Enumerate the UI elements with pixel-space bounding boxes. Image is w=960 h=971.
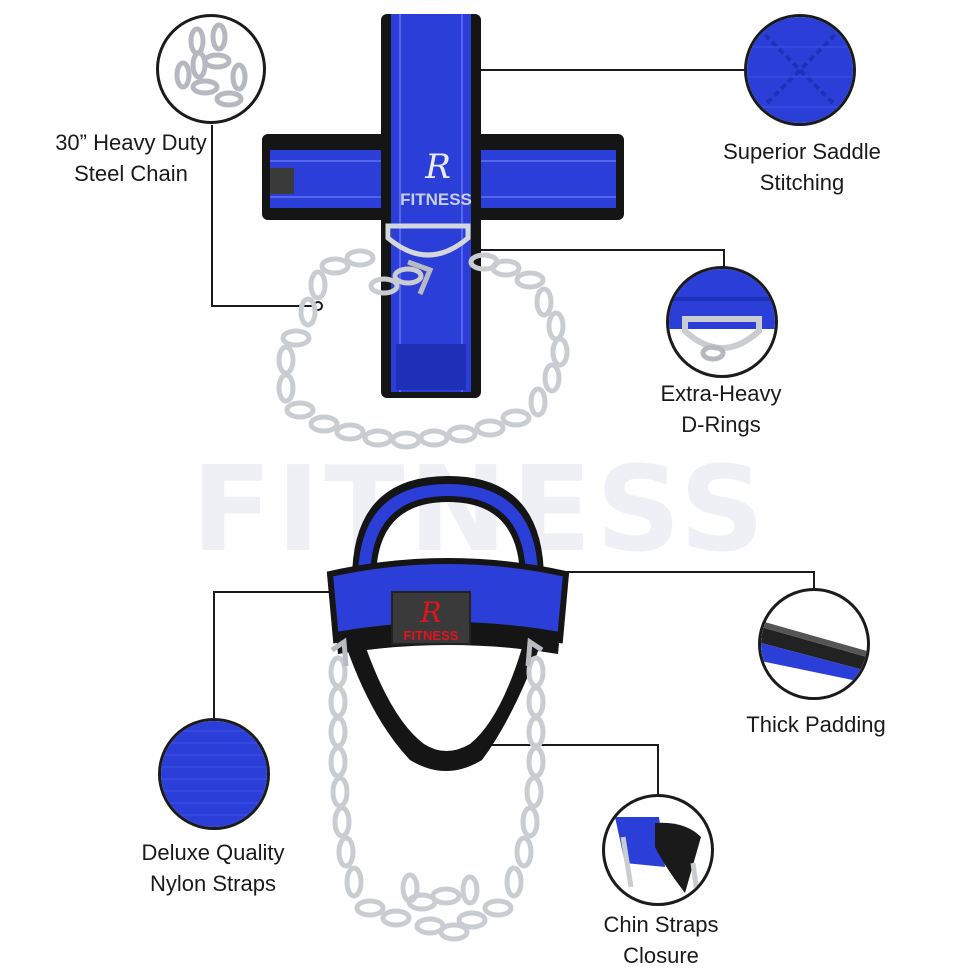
feature-label-nylon-straps: Deluxe Quality Nylon Straps xyxy=(141,840,285,896)
feature-label-steel-chain: 30” Heavy Duty Steel Chain xyxy=(55,130,207,186)
feature-label-saddle-stitching: Superior Saddle Stitching xyxy=(723,139,881,195)
d-ring-closeup-icon xyxy=(666,266,778,378)
callout-line-chain xyxy=(211,125,318,307)
feature-label-chin-straps: Chin Straps Closure xyxy=(603,912,719,968)
chin-strap-closeup-icon xyxy=(602,794,714,906)
callout-line-padding xyxy=(510,571,815,588)
feature-label-thick-padding: Thick Padding xyxy=(746,712,886,737)
svg-text:R: R xyxy=(419,596,441,629)
svg-text:R: R xyxy=(424,147,451,187)
callout-line-nylon xyxy=(213,591,368,718)
watermark-text: FITNESS xyxy=(191,440,769,578)
callout-line-d-rings xyxy=(465,249,725,268)
svg-text:FITNESS: FITNESS xyxy=(404,628,459,643)
chain-closeup-icon xyxy=(156,14,266,124)
nylon-closeup-icon xyxy=(158,718,270,830)
svg-text:FITNESS: FITNESS xyxy=(400,190,472,209)
stitching-closeup-icon xyxy=(744,14,856,126)
padding-closeup-icon xyxy=(758,588,870,700)
feature-label-d-rings: Extra-Heavy D-Rings xyxy=(660,381,782,437)
